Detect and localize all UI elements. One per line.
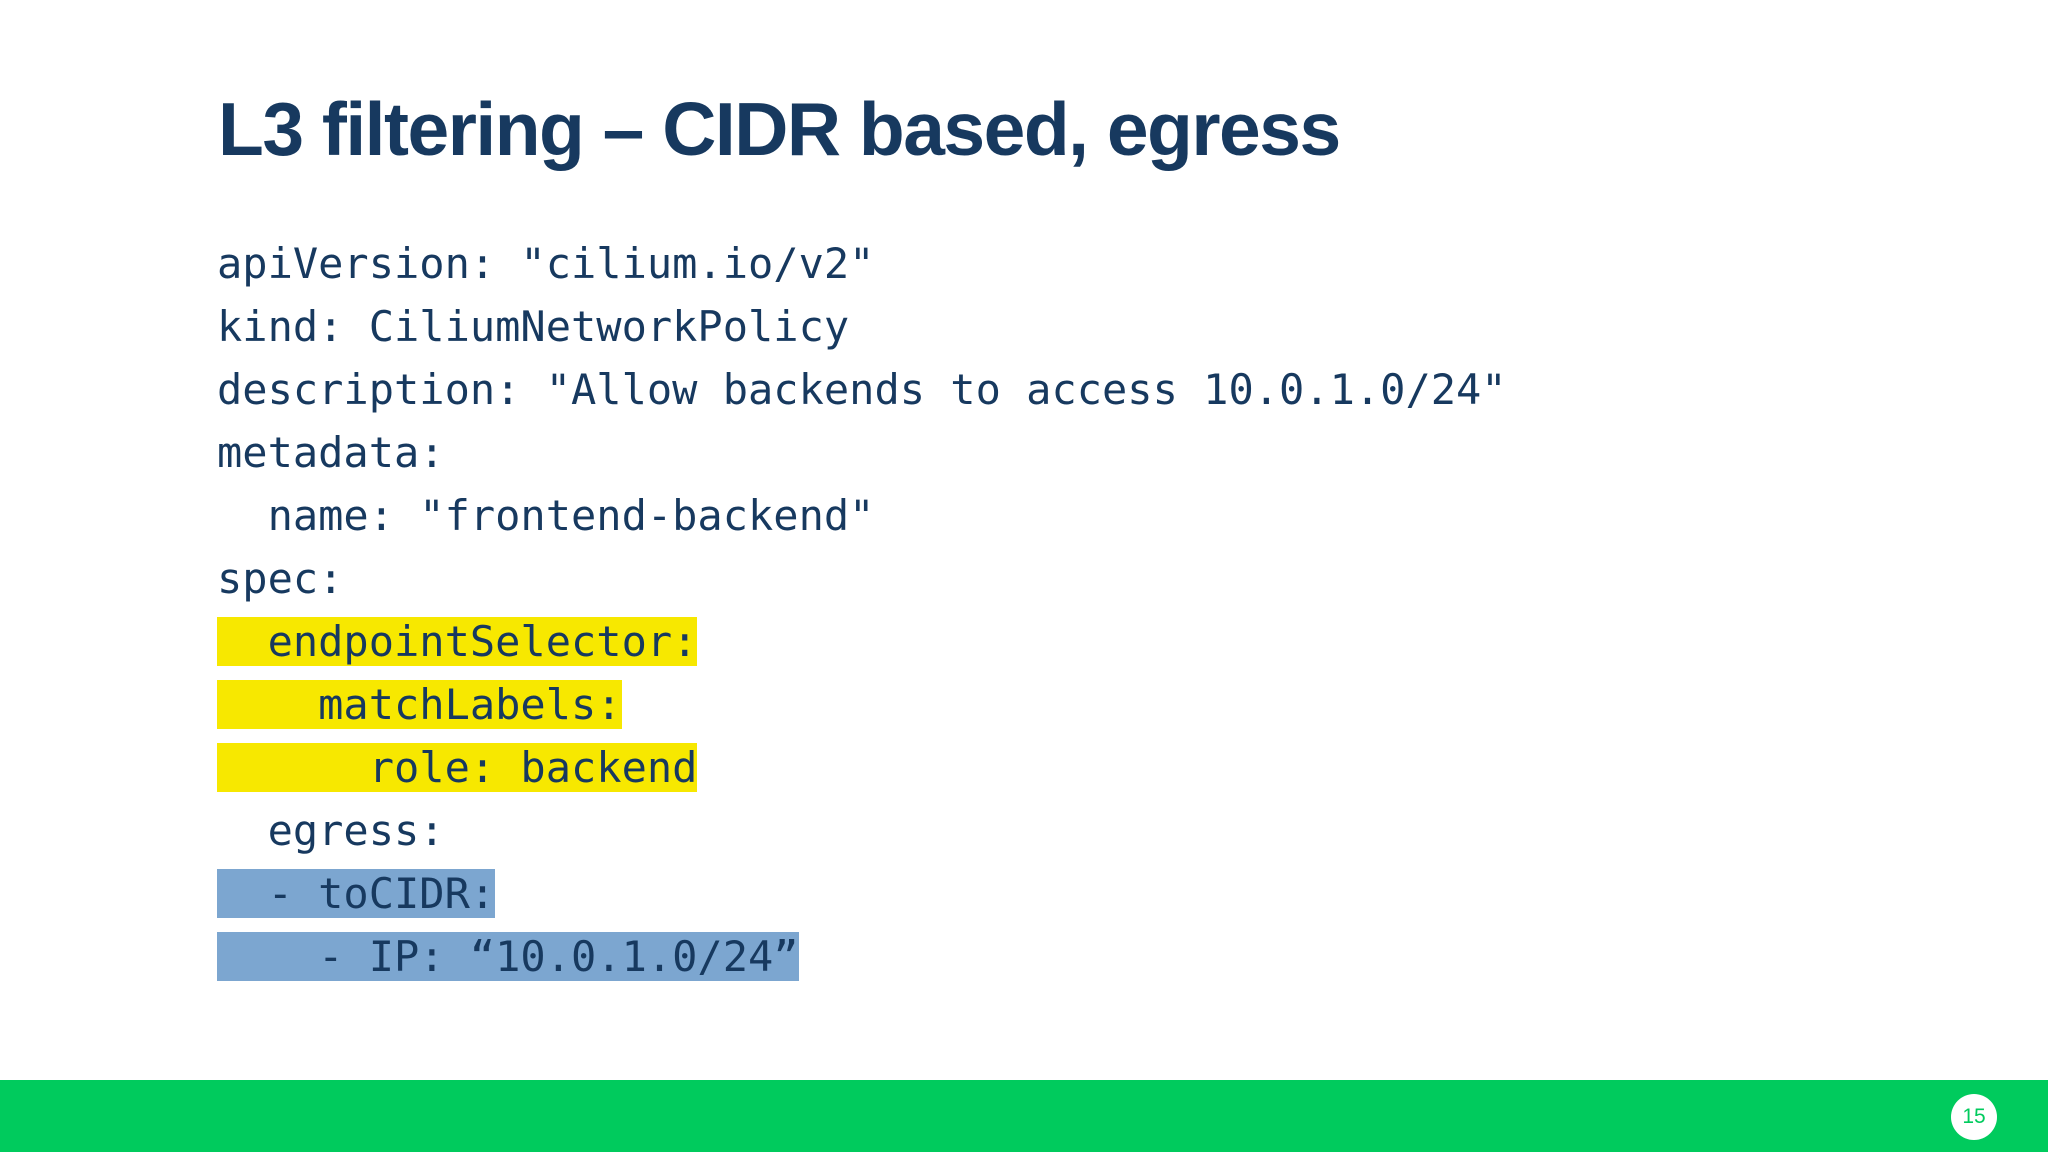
code-text-highlighted: - IP: “10.0.1.0/24” — [217, 932, 799, 981]
code-line: apiVersion: "cilium.io/v2" — [217, 232, 1507, 295]
code-text-highlighted: - toCIDR: — [217, 869, 496, 918]
code-text-highlighted: role: backend — [217, 743, 698, 792]
code-text-highlighted: endpointSelector: — [217, 617, 698, 666]
code-line: role: backend — [217, 736, 1507, 799]
code-text: kind: CiliumNetworkPolicy — [217, 302, 850, 351]
footer-bar: 15 — [0, 1080, 2048, 1152]
code-line: matchLabels: — [217, 673, 1507, 736]
code-line: - toCIDR: — [217, 862, 1507, 925]
code-line: kind: CiliumNetworkPolicy — [217, 295, 1507, 358]
code-line: name: "frontend-backend" — [217, 484, 1507, 547]
yaml-code-block: apiVersion: "cilium.io/v2" kind: CiliumNe… — [217, 232, 1507, 988]
code-line: - IP: “10.0.1.0/24” — [217, 925, 1507, 988]
page-number-badge: 15 — [1951, 1094, 1997, 1140]
code-text-highlighted: matchLabels: — [217, 680, 622, 729]
code-text: metadata: — [217, 428, 445, 477]
code-line: metadata: — [217, 421, 1507, 484]
code-text: description: "Allow backends to access 1… — [217, 365, 1507, 414]
code-text: egress: — [217, 806, 445, 855]
code-line: endpointSelector: — [217, 610, 1507, 673]
code-text: name: "frontend-backend" — [217, 491, 875, 540]
code-line: egress: — [217, 799, 1507, 862]
code-line: spec: — [217, 547, 1507, 610]
slide-title: L3 filtering – CIDR based, egress — [218, 87, 1341, 171]
page-number: 15 — [1962, 1105, 1986, 1128]
code-text: spec: — [217, 554, 344, 603]
code-text: apiVersion: "cilium.io/v2" — [217, 239, 875, 288]
code-line: description: "Allow backends to access 1… — [217, 358, 1507, 421]
